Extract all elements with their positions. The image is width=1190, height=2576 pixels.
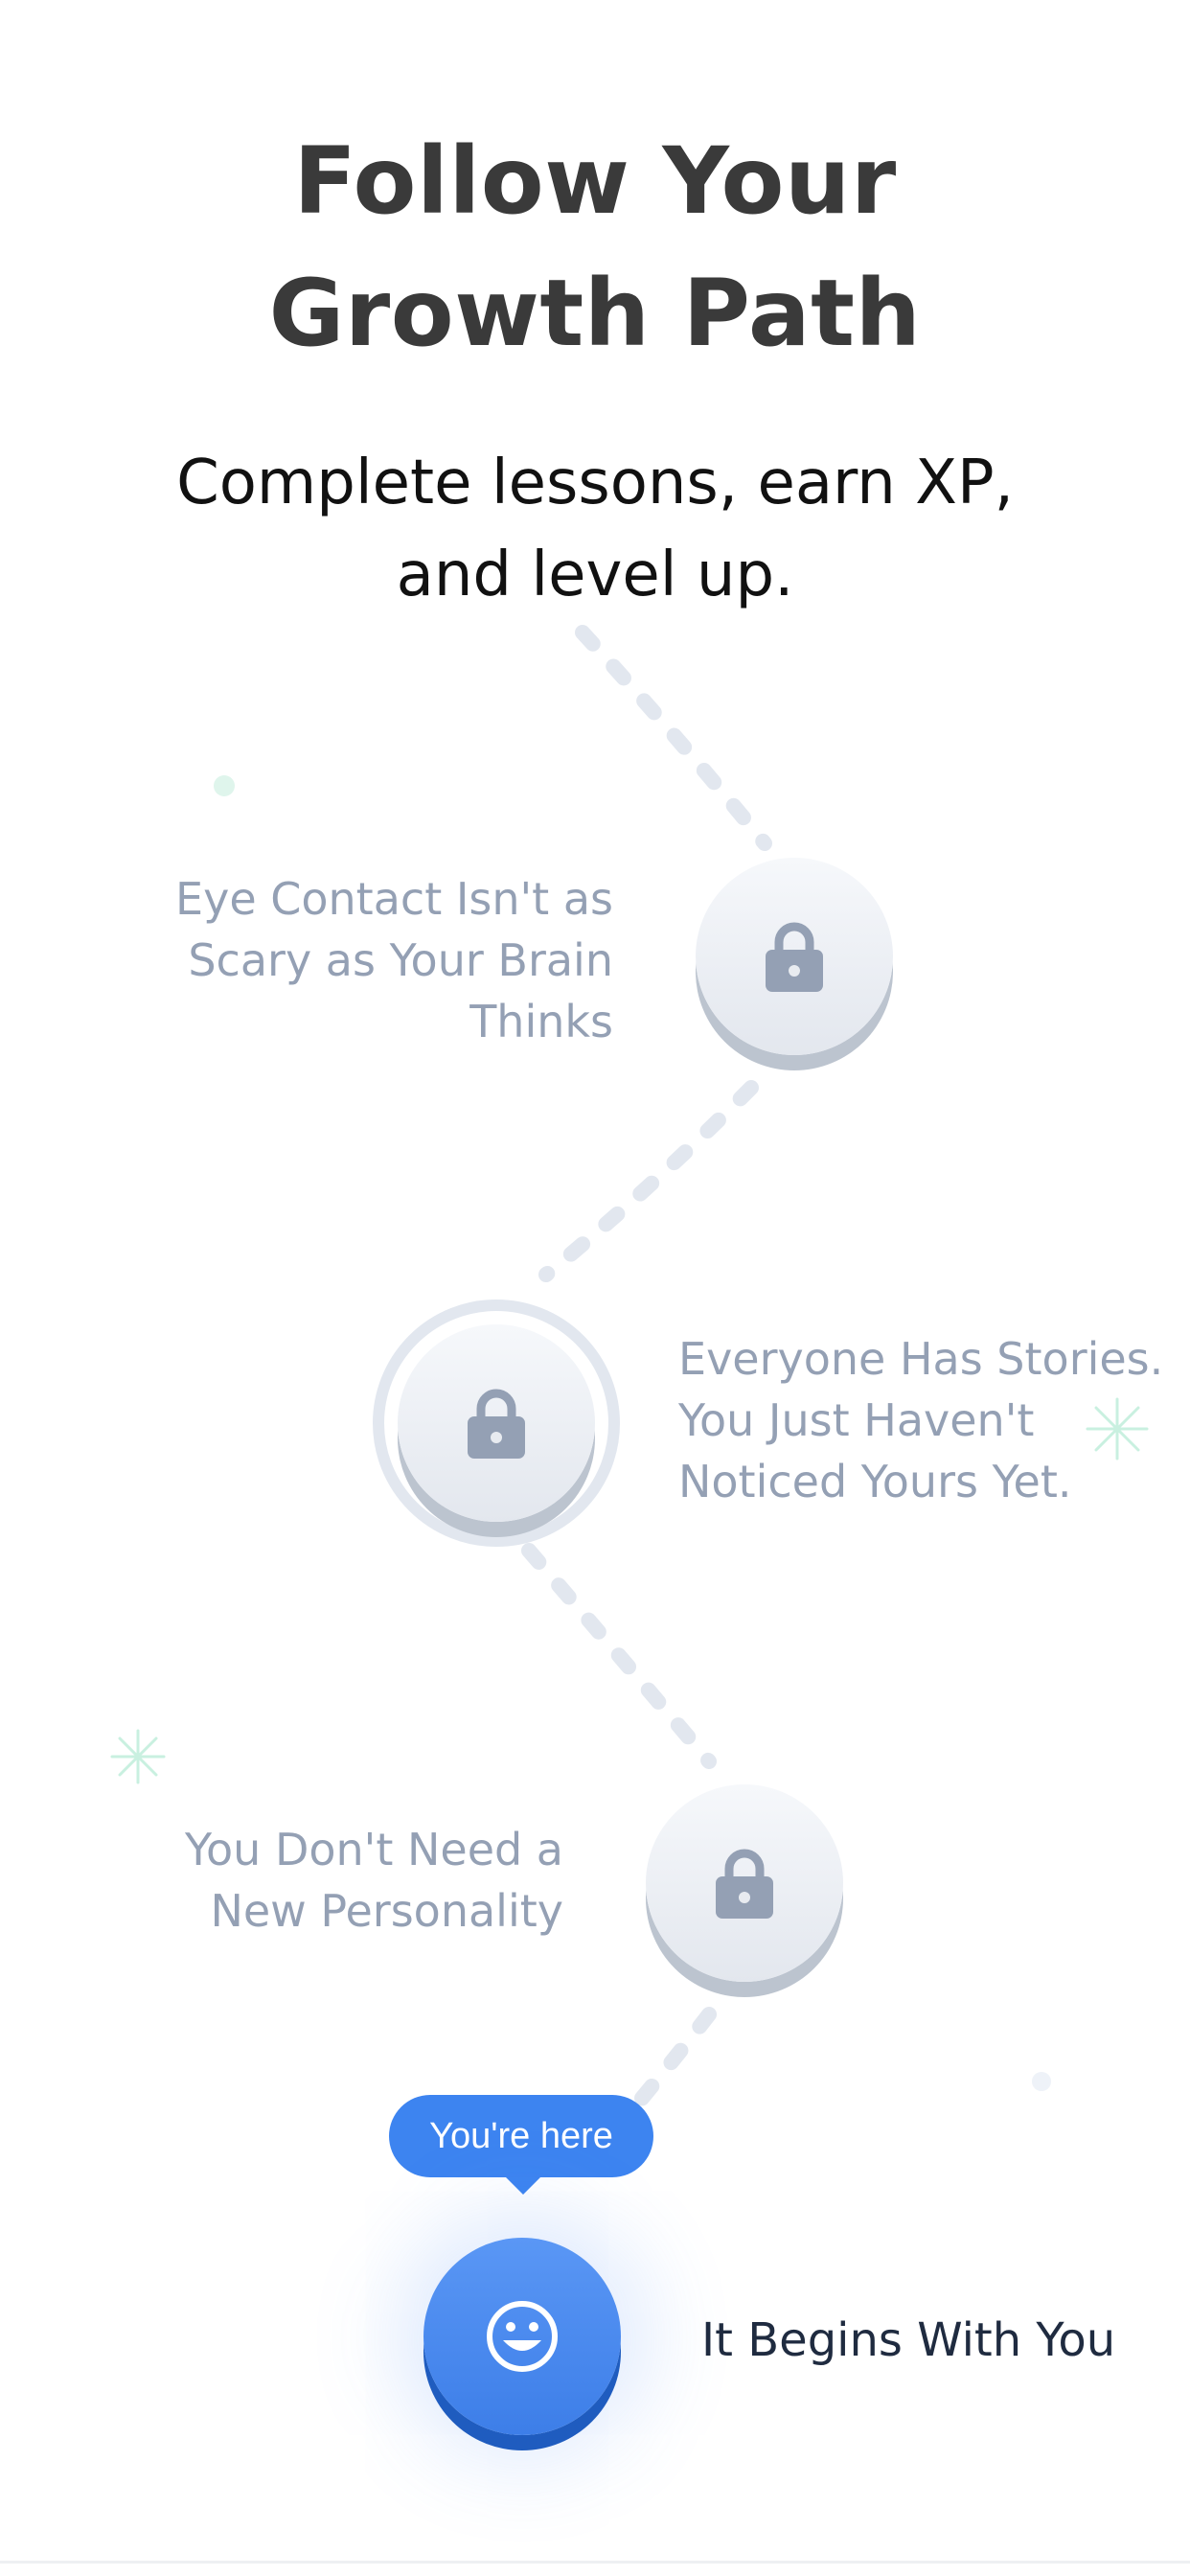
lock-icon <box>766 922 823 992</box>
lock-icon <box>716 1849 773 1919</box>
sparkle-icon <box>110 1729 166 1784</box>
title-line: Follow Your <box>293 127 897 235</box>
subtitle-line: and level up. <box>396 540 794 610</box>
lesson-node-eye-contact[interactable] <box>696 858 893 1055</box>
lesson-label-new-personality: You Don't Need a New Personality <box>185 1819 563 1942</box>
current-lesson-label: It Begins With You <box>701 2313 1116 2367</box>
lock-icon <box>468 1389 525 1459</box>
subtitle-line: Complete lessons, earn XP, <box>176 448 1014 518</box>
lesson-label-line: Eye Contact Isn't as <box>175 873 613 925</box>
current-lesson-node[interactable] <box>423 2238 621 2435</box>
sparkle-icon <box>1086 1397 1149 1460</box>
smiley-face-icon <box>487 2301 558 2372</box>
lesson-label-line: You Don't Need a <box>185 1824 563 1875</box>
lesson-node-everyone-has-stories[interactable] <box>398 1324 595 1522</box>
lesson-label-line: New Personality <box>210 1885 563 1937</box>
youre-here-badge: You're here <box>389 2095 653 2177</box>
lesson-label-everyone-has-stories: Everyone Has Stories. You Just Haven't N… <box>678 1328 1163 1512</box>
lesson-label-line: Noticed Yours Yet. <box>678 1456 1072 1507</box>
lesson-label-line: You Just Haven't <box>678 1394 1035 1446</box>
lesson-node-new-personality[interactable] <box>646 1784 843 1982</box>
lesson-label-line: Everyone Has Stories. <box>678 1333 1164 1385</box>
decor-dot <box>214 775 235 796</box>
lesson-label-line: Scary as Your Brain <box>188 934 613 986</box>
badge-pointer <box>504 2175 542 2195</box>
page-title: Follow Your Growth Path <box>0 115 1190 380</box>
page-subtitle: Complete lessons, earn XP, and level up. <box>0 437 1190 621</box>
lesson-label-eye-contact: Eye Contact Isn't as Scary as Your Brain… <box>175 868 613 1052</box>
title-line: Growth Path <box>268 260 922 367</box>
lesson-label-line: Thinks <box>469 996 613 1047</box>
bottom-divider <box>0 2561 1190 2564</box>
decor-dot <box>1032 2072 1051 2091</box>
